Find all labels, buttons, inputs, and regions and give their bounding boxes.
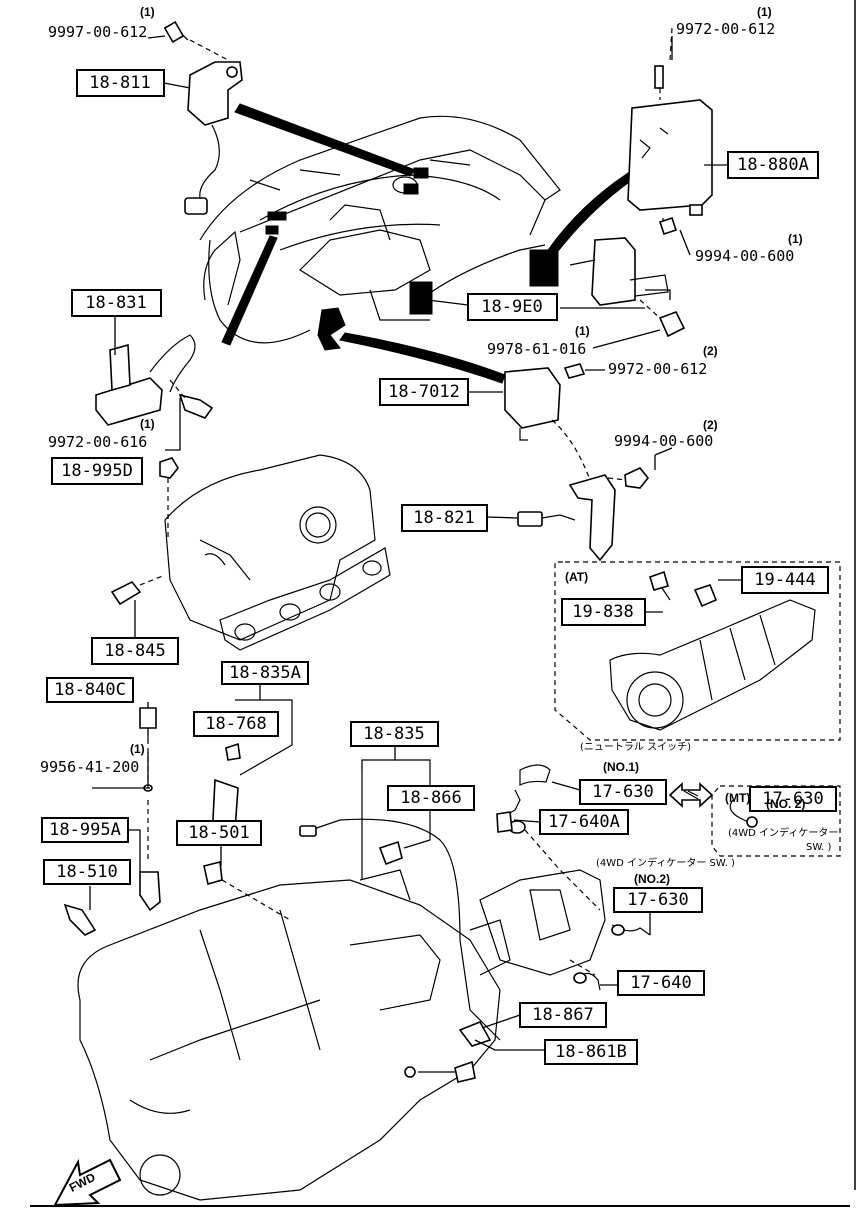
notes: (AT) (MT) (ニュートラル スイッチ) (NO.1) (NO. 2) (… [565, 570, 838, 886]
label-18-995A[interactable]: 18-995A [41, 817, 129, 843]
svg-text:18-880A: 18-880A [737, 155, 809, 175]
qty-9972-00-612-top: (1) [757, 5, 772, 19]
label-18-835A[interactable]: 18-835A [221, 661, 309, 685]
svg-text:17-630: 17-630 [627, 890, 688, 910]
label-19-838[interactable]: 19-838 [561, 598, 646, 626]
svg-text:18-845: 18-845 [104, 641, 165, 661]
partno-9994-00-600-mid[interactable]: 9994-00-600 [614, 432, 713, 450]
engine-transmission-illustration [77, 764, 651, 1201]
label-18-821[interactable]: 18-821 [401, 504, 488, 532]
indicator-mt-line1: (4WD インディケーター [728, 826, 838, 839]
svg-text:18-866: 18-866 [400, 788, 461, 808]
sensors-left-illustration [63, 707, 291, 936]
qty-9956-41-200: (1) [130, 742, 145, 756]
label-17-630-no2[interactable]: 17-630 [613, 887, 703, 913]
label-18-845[interactable]: 18-845 [91, 637, 179, 665]
part-18-9E0-illustration [317, 237, 686, 351]
mt-note: (MT) [725, 791, 750, 805]
part-18-821-illustration [517, 467, 650, 562]
svg-text:18-7012: 18-7012 [388, 382, 460, 402]
svg-text:17-630: 17-630 [592, 782, 653, 802]
part-18-995D-illustration [159, 457, 179, 540]
label-18-866[interactable]: 18-866 [387, 785, 475, 811]
qty-9997-00-612: (1) [140, 5, 155, 19]
part-18-831-illustration [95, 334, 214, 426]
partno-9978-61-016[interactable]: 9978-61-016 [487, 340, 586, 358]
svg-text:18-835: 18-835 [363, 724, 424, 744]
label-18-867[interactable]: 18-867 [519, 1002, 607, 1028]
label-18-9E0[interactable]: 18-9E0 [467, 293, 558, 321]
partno-9997-00-612[interactable]: 9997-00-612 [48, 23, 147, 41]
svg-text:17-640: 17-640 [630, 973, 691, 993]
part-18-880A-illustration [627, 27, 713, 236]
neutral-switch-note: (ニュートラル スイッチ) [580, 741, 691, 753]
qty-9994-00-600-mid: (2) [703, 418, 718, 432]
svg-text:19-444: 19-444 [754, 570, 815, 590]
svg-text:18-840C: 18-840C [54, 680, 126, 700]
label-18-768[interactable]: 18-768 [193, 711, 279, 737]
fwd-arrow: FWD [53, 1158, 122, 1207]
partno-9972-00-612-mid[interactable]: 9972-00-612 [608, 360, 707, 378]
label-18-7012[interactable]: 18-7012 [379, 378, 469, 406]
at-note: (AT) [565, 570, 588, 584]
part-18-811-illustration [163, 20, 243, 215]
label-18-995D[interactable]: 18-995D [51, 457, 143, 485]
svg-text:18-867: 18-867 [532, 1005, 593, 1025]
no2-mt-note: (NO. 2) [766, 797, 805, 811]
svg-text:18-9E0: 18-9E0 [481, 297, 542, 317]
no1-note: (NO.1) [603, 760, 639, 774]
label-17-640[interactable]: 17-640 [617, 970, 705, 996]
svg-text:18-501: 18-501 [188, 823, 249, 843]
svg-text:18-821: 18-821 [413, 508, 474, 528]
label-18-861B[interactable]: 18-861B [544, 1039, 638, 1065]
label-18-880A[interactable]: 18-880A [727, 151, 819, 179]
partno-9956-41-200[interactable]: 9956-41-200 [40, 758, 139, 776]
no2-note: (NO.2) [634, 872, 670, 886]
qty-9994-00-600-top: (1) [788, 232, 803, 246]
qty-9972-00-612-mid: (2) [703, 344, 718, 358]
label-18-510[interactable]: 18-510 [43, 859, 131, 885]
partno-9972-00-616[interactable]: 9972-00-616 [48, 433, 147, 451]
label-17-640A[interactable]: 17-640A [539, 809, 629, 835]
svg-text:18-835A: 18-835A [229, 663, 301, 683]
part-18-7012-illustration [504, 363, 591, 481]
svg-text:19-838: 19-838 [572, 602, 633, 622]
boxed-labels: 18-811 18-880A 18-831 18-9E0 18-7012 18-… [41, 69, 837, 1065]
label-18-840C[interactable]: 18-840C [46, 677, 134, 703]
svg-text:18-768: 18-768 [205, 714, 266, 734]
partno-9972-00-612-top[interactable]: 9972-00-612 [676, 20, 775, 38]
indicator-mt-line2: SW. ) [806, 842, 831, 853]
at-transmission-group [554, 561, 841, 741]
partno-9994-00-600-top[interactable]: 9994-00-600 [695, 247, 794, 265]
svg-text:18-995D: 18-995D [61, 461, 133, 481]
svg-text:18-831: 18-831 [85, 293, 146, 313]
svg-text:18-510: 18-510 [56, 862, 117, 882]
label-19-444[interactable]: 19-444 [741, 566, 829, 594]
qty-9978-61-016: (1) [575, 324, 590, 338]
svg-text:18-861B: 18-861B [555, 1042, 627, 1062]
label-17-630-no1[interactable]: 17-630 [579, 779, 667, 805]
label-18-811[interactable]: 18-811 [76, 69, 165, 97]
indicator-4wd-note: (4WD インディケーター SW. ) [596, 856, 735, 869]
label-17-630-mt[interactable]: 17-630 [749, 786, 837, 812]
leader-lines [89, 82, 742, 1016]
svg-text:17-640A: 17-640A [548, 812, 620, 832]
label-18-501[interactable]: 18-501 [176, 820, 262, 846]
bolt-labels: (1) 9997-00-612 (1) 9972-00-612 (1) 9994… [40, 5, 803, 776]
manifold-illustration [110, 454, 391, 651]
engine-bay-illustration [199, 103, 633, 384]
label-18-831[interactable]: 18-831 [71, 289, 162, 317]
qty-9972-00-616: (1) [140, 417, 155, 431]
svg-text:18-995A: 18-995A [49, 820, 121, 840]
svg-text:18-811: 18-811 [89, 73, 150, 93]
label-18-835[interactable]: 18-835 [350, 721, 439, 747]
double-arrow [668, 782, 714, 808]
svg-text:17-630: 17-630 [762, 789, 823, 809]
